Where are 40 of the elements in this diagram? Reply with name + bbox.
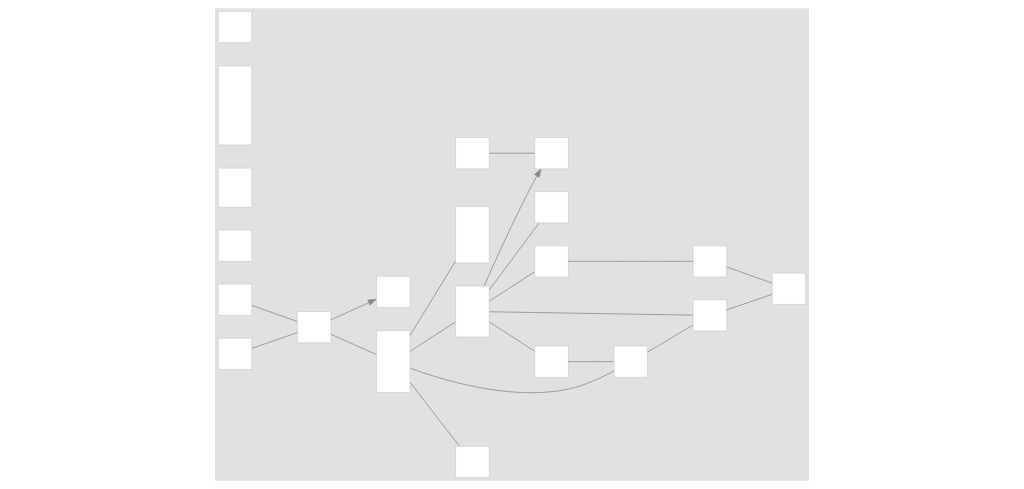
connector [489, 311, 694, 316]
node-box [296, 311, 332, 344]
connector [251, 332, 298, 349]
connector [409, 321, 456, 352]
connector [488, 321, 535, 352]
arrow [330, 298, 377, 321]
node-box [692, 299, 728, 332]
node-box [771, 272, 807, 305]
node-box [613, 345, 648, 378]
connector [488, 271, 535, 302]
connector [568, 260, 694, 262]
node-box [455, 137, 490, 170]
node-box [217, 10, 253, 44]
node-box [534, 191, 569, 224]
node-box [217, 283, 253, 316]
node-box [217, 65, 253, 146]
connector [726, 294, 773, 311]
node-box [455, 445, 490, 478]
node-box [534, 345, 569, 378]
node-box [376, 330, 411, 393]
node-box [534, 137, 569, 170]
node-box [217, 337, 253, 370]
connector [488, 152, 535, 154]
connector [251, 305, 298, 322]
node-box [217, 229, 253, 262]
connector [330, 333, 377, 355]
node-box [455, 206, 490, 264]
node-box [534, 245, 569, 278]
connector [568, 361, 614, 363]
node-box [455, 285, 490, 338]
connector [409, 382, 460, 447]
connector [488, 222, 540, 291]
node-box [376, 275, 411, 308]
arrow [483, 168, 542, 287]
connector [409, 367, 615, 393]
node-box [217, 167, 253, 208]
connector [409, 260, 456, 336]
connector [726, 266, 773, 284]
node-box [692, 245, 728, 278]
connector [647, 324, 694, 353]
